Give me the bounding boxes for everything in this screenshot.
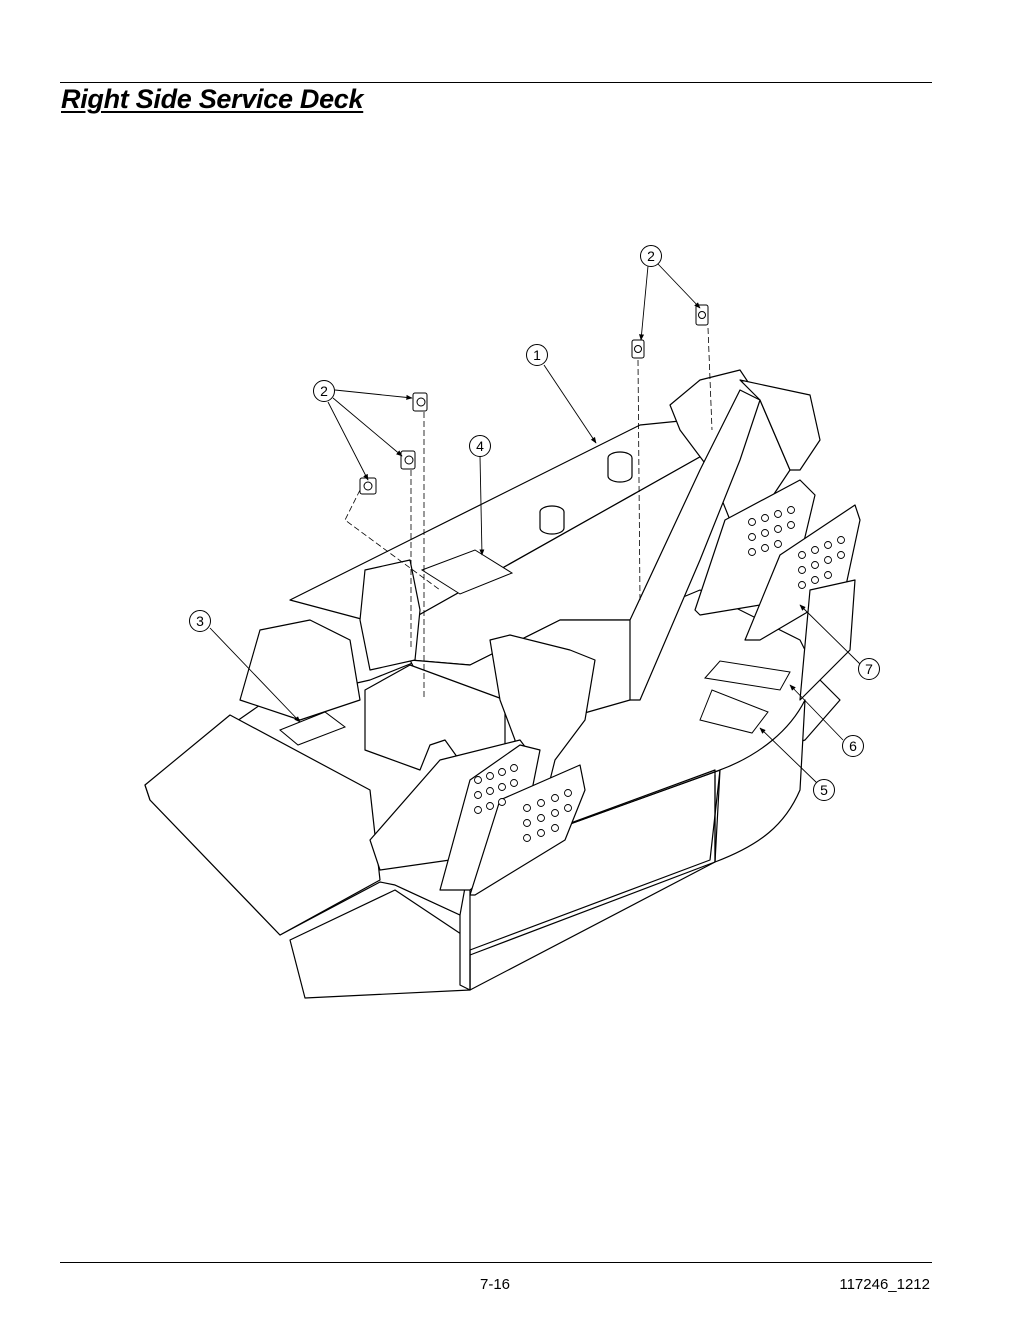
callout-7: 7 xyxy=(858,658,880,680)
clip-nuts xyxy=(359,304,709,495)
right-curved-skirt xyxy=(714,699,806,863)
callout-1: 1 xyxy=(526,344,548,366)
clip-nut-d xyxy=(631,339,645,359)
document-code: 117246_1212 xyxy=(839,1276,930,1293)
decal-4 xyxy=(420,549,514,595)
clip-nut-a xyxy=(412,392,428,412)
clip-nut-b xyxy=(400,450,416,470)
callout-6: 6 xyxy=(842,735,864,757)
callout-label: 5 xyxy=(820,782,828,798)
page-number: 7-16 xyxy=(479,1276,511,1293)
callout-2-left: 2 xyxy=(313,380,335,402)
callout-label: 2 xyxy=(647,248,655,264)
clip-nut-c xyxy=(359,477,377,495)
callout-label: 3 xyxy=(196,613,204,629)
callout-label: 4 xyxy=(476,438,484,454)
callout-label: 2 xyxy=(320,383,328,399)
decal-3 xyxy=(279,711,347,746)
decal-5 xyxy=(699,689,769,734)
callout-label: 6 xyxy=(849,738,857,754)
callout-3: 3 xyxy=(189,610,211,632)
deck-body xyxy=(144,369,861,999)
clip-nut-e xyxy=(695,304,709,326)
center-box xyxy=(359,559,421,671)
footer-rule xyxy=(60,1262,932,1263)
left-housing xyxy=(239,619,361,721)
callout-2-right: 2 xyxy=(640,245,662,267)
decals xyxy=(279,549,791,746)
leader-lines xyxy=(209,263,861,784)
callout-label: 7 xyxy=(865,661,873,677)
page-title: Right Side Service Deck xyxy=(61,84,364,114)
callout-5: 5 xyxy=(813,779,835,801)
left-wing xyxy=(144,714,381,936)
rear-right-side xyxy=(799,579,856,701)
decal-6 xyxy=(704,660,791,691)
hidden-lines xyxy=(344,327,713,700)
callout-label: 1 xyxy=(533,347,541,363)
callout-4: 4 xyxy=(469,435,491,457)
foot-plate-holes xyxy=(474,506,845,842)
diagonal-brace xyxy=(629,389,761,701)
header-rule xyxy=(60,82,932,83)
